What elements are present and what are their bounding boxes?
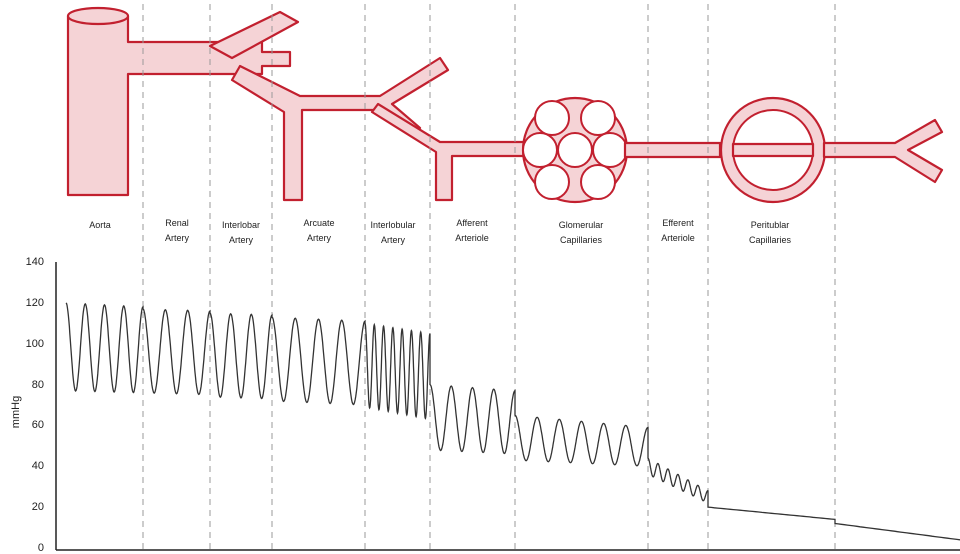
pressure-trace (65, 302, 960, 541)
y-tick-label: 20 (31, 501, 44, 514)
y-tick-label: 140 (25, 256, 44, 268)
y-tick-label: 120 (25, 296, 44, 309)
venous-vessel (822, 118, 944, 184)
y-tick-label: 60 (31, 419, 44, 432)
pressure-chart-axes (55, 262, 960, 551)
aorta-opening (66, 6, 130, 26)
aorta-vessel (66, 14, 292, 197)
segment-dividers (142, 4, 836, 552)
peritubular-loop (719, 96, 827, 204)
y-tick-label: 80 (31, 378, 44, 391)
glomerulus (521, 96, 629, 204)
segment-label-aorta: Aorta (89, 220, 111, 230)
y-tick-label: 0 (37, 542, 44, 554)
renal-branch-vessel (208, 10, 300, 60)
y-tick-label: 100 (25, 337, 44, 350)
efferent-vessel (623, 141, 722, 159)
arcuate-vessel (370, 102, 532, 202)
y-axis-label: mmHg (10, 395, 22, 429)
y-tick-label: 40 (31, 460, 44, 473)
